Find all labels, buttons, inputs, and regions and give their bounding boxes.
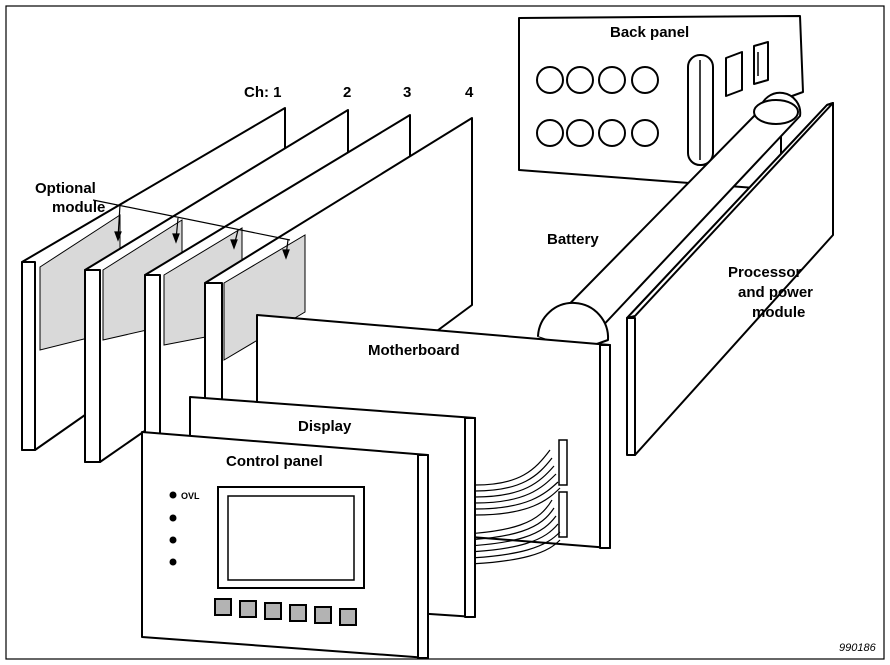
label-ch-4: 4 [465,84,474,101]
label-motherboard: Motherboard [368,342,460,359]
label-ch-1: Ch: 1 [244,84,282,101]
label-display: Display [298,418,352,435]
led-3 [170,537,177,544]
label-ovl: OVL [181,491,200,501]
label-and-power: and power [738,284,813,301]
label-optional: Optional [35,180,96,197]
led-2 [170,515,177,522]
label-ch-2: 2 [343,84,351,101]
led-4 [170,559,177,566]
label-processor: Processor [728,264,802,281]
label-control-panel: Control panel [226,453,323,470]
label-back-panel: Back panel [610,24,689,41]
label-module: module [52,199,105,216]
ovl-led [170,492,177,499]
figure-id: 990186 [839,642,877,654]
label-ch-3: 3 [403,84,411,101]
label-battery: Battery [547,231,599,248]
label-power-module: module [752,304,805,321]
